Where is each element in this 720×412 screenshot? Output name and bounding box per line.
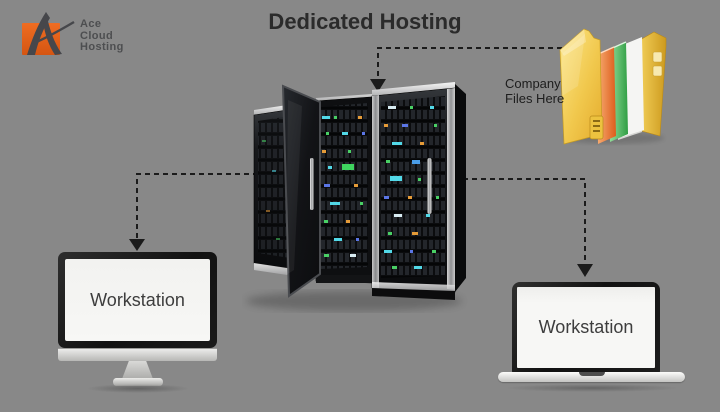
folder-clasp <box>589 115 604 140</box>
folder-front-cover <box>559 28 604 145</box>
server-rack-cluster-icon <box>246 82 466 311</box>
logo-line-1: Ace <box>80 18 102 30</box>
ace-logo-icon <box>22 12 75 55</box>
logo-line-3: Hosting <box>80 41 124 53</box>
connector-server-to-left-workstation <box>129 173 258 251</box>
led-lights <box>322 116 365 257</box>
workstation-left: Workstation <box>58 252 218 394</box>
door-handle <box>310 158 314 210</box>
door-handle <box>427 158 432 214</box>
folder-caption: Company Files Here <box>505 76 565 106</box>
monitor-screen: Workstation <box>65 259 210 341</box>
arrow-down-icon <box>577 264 593 277</box>
logo-wordmark: Ace Cloud Hosting <box>80 18 124 54</box>
workstation-label: Workstation <box>538 317 634 337</box>
monitor-frame: Workstation <box>58 252 217 348</box>
monitor-stand-base <box>113 378 163 386</box>
led-lights <box>384 106 439 269</box>
monitor-chin <box>58 348 217 361</box>
logo-line-2: Cloud <box>80 29 114 42</box>
brand-logo: Ace Cloud Hosting <box>20 8 124 58</box>
server-cabinet-middle <box>315 94 373 284</box>
folder-with-files-icon <box>559 28 667 145</box>
monitor-stand-neck <box>122 361 153 379</box>
folder-back-cover <box>637 31 667 137</box>
laptop-screen: Workstation <box>517 287 655 368</box>
server-open-door <box>281 84 321 298</box>
diagram-title: Dedicated Hosting <box>268 9 462 34</box>
workstation-label: Workstation <box>90 289 185 310</box>
laptop-screen-frame: Workstation <box>512 282 660 373</box>
workstation-right: Workstation <box>496 280 688 396</box>
monitor-shadow <box>86 384 190 393</box>
laptop-hinge-notch <box>578 372 605 376</box>
server-cabinet-right <box>371 82 466 300</box>
connector-server-to-right-workstation <box>463 178 593 277</box>
arrow-down-icon <box>129 239 145 251</box>
laptop-shadow <box>504 384 680 392</box>
laptop-base <box>498 372 685 382</box>
